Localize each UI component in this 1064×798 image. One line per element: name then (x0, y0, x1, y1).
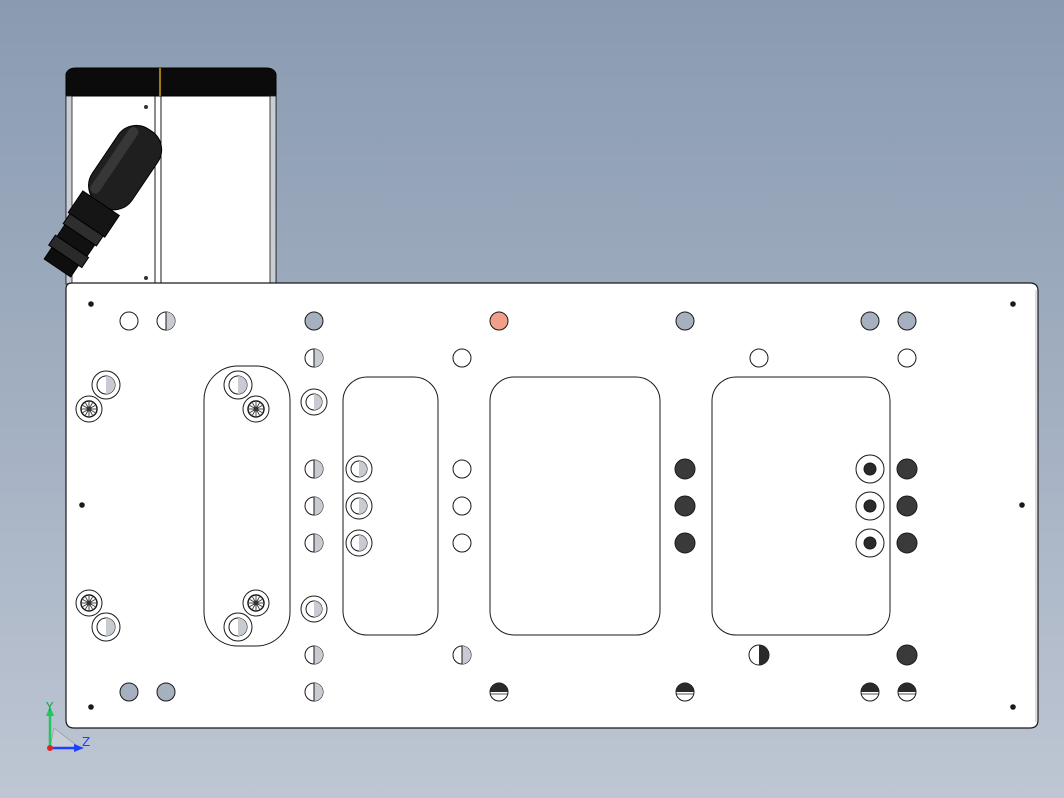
plate-hole (345, 529, 373, 557)
view-triad-icon: Y Z (45, 700, 90, 752)
triad-y-label: Y (45, 700, 54, 714)
enclosure-box[interactable] (65, 67, 277, 285)
plate-hole (748, 644, 770, 666)
plate-hole (242, 589, 270, 617)
plate-hole (156, 311, 176, 331)
plate-hole (304, 645, 324, 665)
plate-hole (674, 458, 696, 480)
corner-screw (88, 704, 94, 710)
plate-hole (897, 682, 917, 702)
plate-hole (452, 348, 472, 368)
plate-hole (156, 682, 176, 702)
corner-screw (1010, 704, 1016, 710)
plate-hole (452, 645, 472, 665)
plate-hole (896, 458, 918, 480)
cutout-window-3 (711, 376, 891, 636)
plate-hole (304, 533, 324, 553)
plate-hole (452, 496, 472, 516)
plate-hole (452, 459, 472, 479)
plate-hole (674, 532, 696, 554)
plate-cutouts (203, 365, 891, 647)
plate-hole (896, 532, 918, 554)
selected-hole (489, 311, 509, 331)
plate-hole (749, 348, 769, 368)
plate-hole (91, 370, 121, 400)
plate-hole (223, 612, 253, 642)
corner-screw (1010, 301, 1016, 307)
plate-hole (897, 348, 917, 368)
plate-hole (304, 348, 324, 368)
round-connector[interactable] (38, 117, 171, 281)
plate-hole (242, 395, 270, 423)
plate-hole (860, 311, 880, 331)
mounting-plate[interactable] (65, 282, 1039, 729)
plate-hole (300, 388, 328, 416)
plate-hole (674, 495, 696, 517)
plate-holes (75, 301, 1025, 710)
plate-hole (304, 496, 324, 516)
plate-hole (119, 311, 139, 331)
plate-hole (675, 682, 695, 702)
corner-screw (88, 301, 94, 307)
plate-hole (345, 492, 373, 520)
plate-hole (119, 682, 139, 702)
cutout-window-1 (342, 376, 439, 636)
plate-hole (91, 612, 121, 642)
plate-hole (675, 311, 695, 331)
plate-hole (855, 491, 885, 521)
plate-hole (855, 528, 885, 558)
plate-hole (304, 311, 324, 331)
plate-hole (223, 370, 253, 400)
plate-hole (304, 459, 324, 479)
plate-hole (860, 682, 880, 702)
plate-hole (896, 644, 918, 666)
cutout-left-slot (203, 365, 291, 647)
corner-screw (1019, 502, 1025, 508)
cutout-window-2 (489, 376, 661, 636)
plate-hole (896, 495, 918, 517)
plate-hole (489, 682, 509, 702)
plate-hole (855, 454, 885, 484)
plate-hole (345, 455, 373, 483)
plate-hole (75, 395, 103, 423)
plate-hole (75, 589, 103, 617)
plate-hole (304, 682, 324, 702)
corner-screw (79, 502, 85, 508)
plate-hole (300, 595, 328, 623)
triad-z-label: Z (82, 735, 90, 749)
plate-hole (452, 533, 472, 553)
plate-hole (897, 311, 917, 331)
